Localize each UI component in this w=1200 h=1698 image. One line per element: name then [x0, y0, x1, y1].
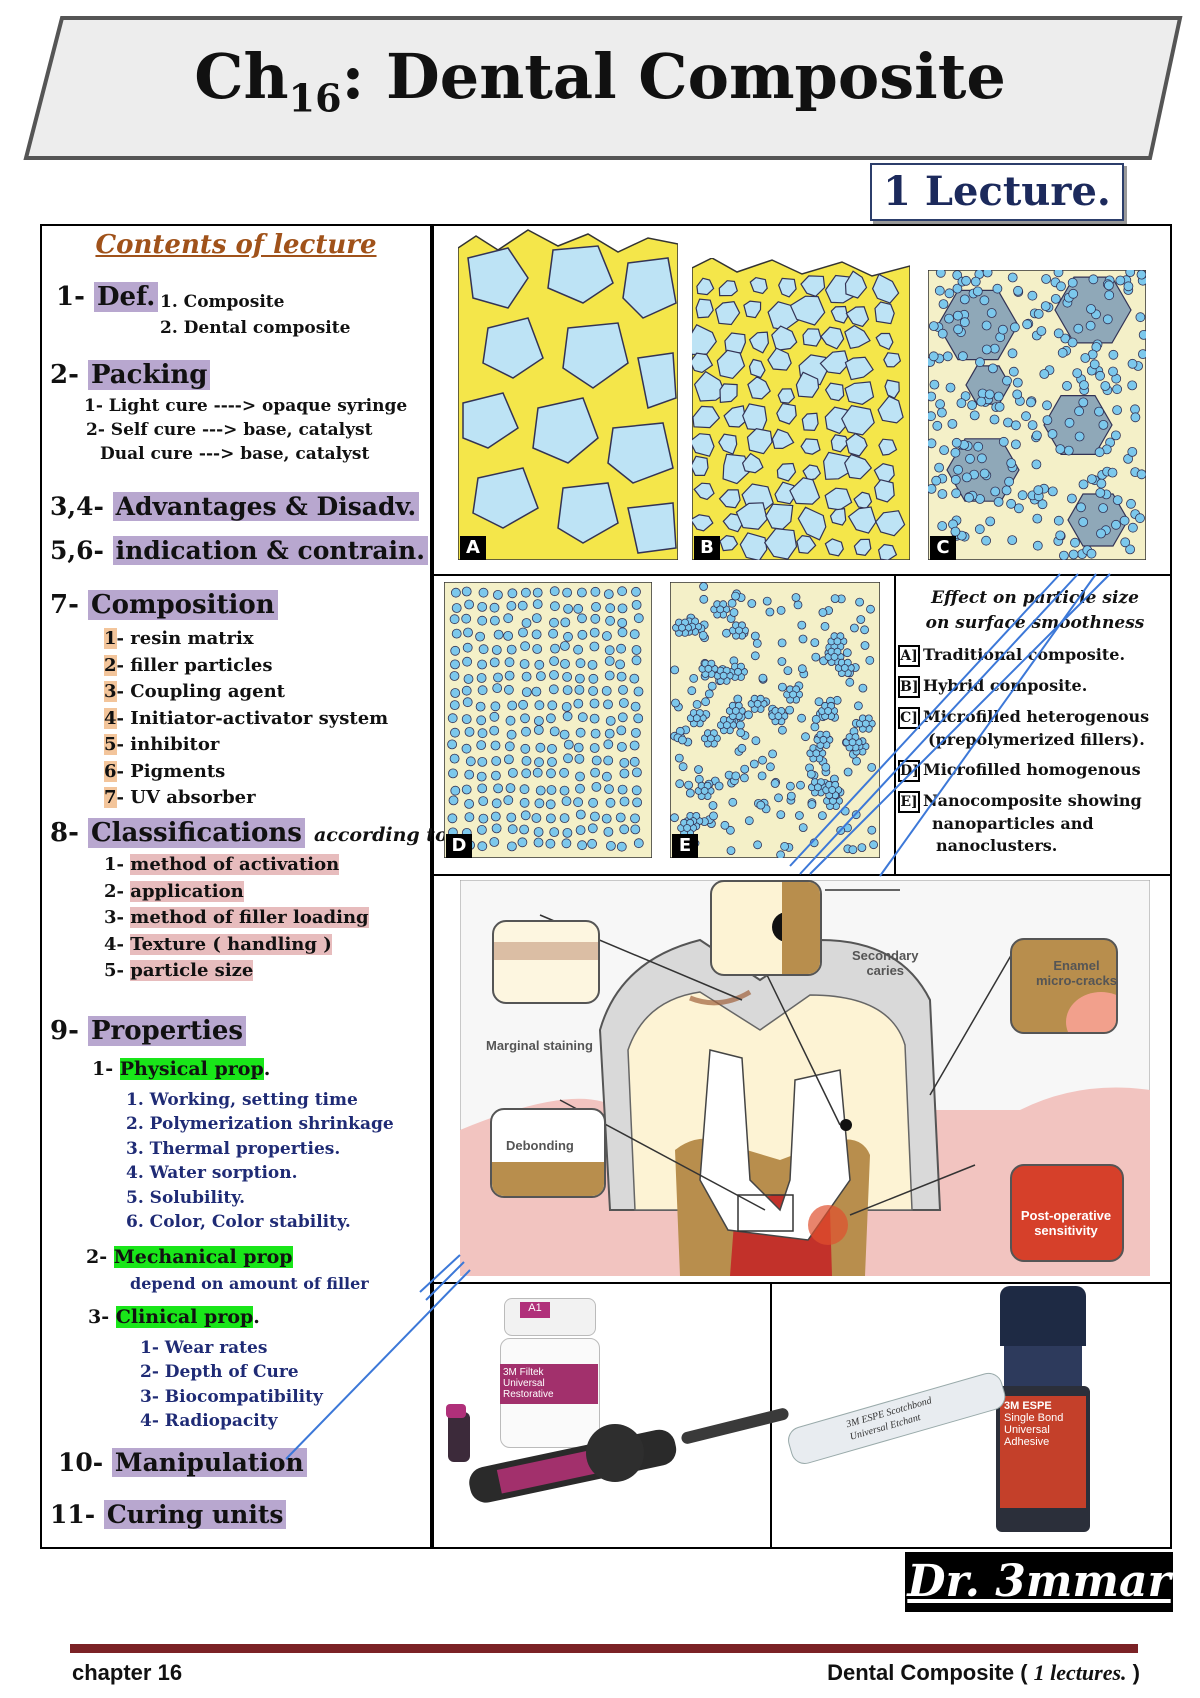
clinical-prop-heading: 3- Clinical prop. — [88, 1306, 260, 1328]
list-item: 7- UV absorber — [104, 787, 256, 808]
list-item: 5- particle size — [104, 960, 254, 981]
section-curing-units: 11- Curing units — [50, 1500, 287, 1529]
author-badge: Dr. 3mmar — [905, 1552, 1173, 1612]
debond-mark — [492, 1162, 604, 1196]
mechanical-prop-heading: 2- Mechanical prop — [86, 1246, 293, 1268]
def-item: 2. Dental composite — [160, 318, 351, 338]
list-item: 2- Depth of Cure — [140, 1362, 299, 1383]
contents-panel — [40, 224, 432, 1549]
legend-title: Effect on particle size on surface smoot… — [925, 588, 1145, 633]
dentin-mark — [782, 882, 820, 974]
panel-b-hybrid-composite — [692, 258, 910, 560]
bottle-neck — [1004, 1346, 1082, 1386]
legend-item: nanoclusters. — [936, 836, 1058, 855]
list-item: 3. Thermal properties. — [126, 1138, 341, 1159]
bottle-cap — [1000, 1286, 1086, 1346]
composition-list: 1- resin matrix 2- filler particles 3- C… — [104, 626, 388, 812]
stain-mark — [494, 942, 598, 960]
title-banner — [23, 16, 1183, 160]
jar-shade-label: A1 — [520, 1302, 550, 1318]
list-item: 2- application — [104, 880, 244, 902]
packing-item: 1- Light cure ----> opaque syringe — [84, 396, 408, 416]
section-definition: 1- Def. — [56, 282, 159, 312]
tag-e: E — [672, 834, 698, 858]
tag-c: C — [930, 536, 956, 560]
legend-item: nanoparticles and — [932, 814, 1094, 833]
list-item: 4- Radiopacity — [140, 1411, 278, 1432]
tag-d: D — [446, 834, 472, 858]
capsule-tip — [446, 1404, 466, 1418]
list-item: 3- Biocompatibility — [140, 1386, 323, 1407]
list-item: 1- method of activation — [104, 854, 340, 875]
callout-enamel-cracks — [1010, 938, 1118, 1034]
adhesive-bottle: 3M ESPE Single Bond Universal Adhesive — [996, 1386, 1090, 1532]
packing-item: 2- Self cure ---> base, catalyst — [86, 420, 373, 440]
section-composition: 7- Composition — [50, 590, 278, 620]
legend-item: B]Hybrid composite. — [898, 675, 1172, 698]
list-item: 4- Texture ( handling ) — [104, 933, 332, 955]
section-packing: 2- Packing — [50, 360, 211, 390]
clinical-prop-list: 1- Wear rates 2- Depth of Cure 3- Biocom… — [140, 1336, 323, 1434]
bottle-label: 3M ESPE Single Bond Universal Adhesive — [1000, 1396, 1086, 1508]
section-indications: 5,6- indication & contrain. — [50, 536, 428, 565]
label-marginal-staining: Marginal staining — [486, 1038, 593, 1053]
mechanical-note: depend on amount of filler — [130, 1274, 369, 1293]
packing-item: Dual cure ---> base, catalyst — [100, 444, 370, 464]
legend-item: D]Microfilled homogenous — [898, 759, 1172, 782]
list-item: 5- inhibitor — [104, 734, 220, 755]
footer-title: Dental Composite ( 1 lectures. ) — [827, 1660, 1140, 1685]
def-item: 1. Composite — [160, 292, 285, 312]
list-item: 3- method of filler loading — [104, 907, 369, 928]
footer-divider — [70, 1644, 1138, 1653]
list-item: 1- Wear rates — [140, 1338, 268, 1358]
list-item: 2- filler particles — [104, 654, 273, 676]
tag-b: B — [694, 536, 720, 560]
contents-heading: Contents of lecture — [95, 230, 377, 260]
panel-a-traditional-composite — [458, 229, 678, 560]
legend-item: E]Nanocomposite showing — [898, 790, 1172, 813]
list-item: 4. Water sorption. — [126, 1163, 298, 1184]
legend-item: A]Traditional composite. — [898, 644, 1172, 667]
list-item: 6- Pigments — [104, 760, 226, 782]
syringe-knob — [586, 1424, 644, 1482]
list-item: 1- resin matrix — [104, 628, 254, 649]
legend-item: C]Microfilled heterogenous — [898, 706, 1172, 729]
tag-a: A — [460, 536, 486, 560]
lecture-badge: 1 Lecture. — [870, 163, 1124, 221]
callout-post-op-sensitivity — [1010, 1164, 1124, 1262]
callout-marginal-staining — [492, 920, 600, 1004]
callout-secondary-caries — [710, 880, 822, 976]
section-manipulation: 10- Manipulation — [58, 1448, 307, 1477]
list-item: 4- Initiator-activator system — [104, 707, 389, 729]
section-classifications: 8- Classifications according to — [50, 818, 448, 848]
panel-d-microfilled-homogenous — [444, 582, 652, 858]
callout-debonding — [490, 1108, 606, 1198]
divider — [894, 574, 896, 876]
classification-list: 1- method of activation 2- application 3… — [104, 852, 369, 985]
page-title: Ch16: Dental Composite — [194, 40, 1006, 121]
section-properties: 9- Properties — [50, 1016, 247, 1046]
list-item: 6. Color, Color stability. — [126, 1212, 351, 1233]
physical-prop-heading: 1- Physical prop. — [92, 1058, 271, 1080]
section-advantages: 3,4- Advantages & Disadv. — [50, 492, 420, 521]
list-item: 2. Polymerization shrinkage — [126, 1114, 394, 1135]
footer-chapter: chapter 16 — [72, 1660, 183, 1685]
list-item: 1. Working, setting time — [126, 1090, 358, 1110]
list-item: 3- Coupling agent — [104, 681, 285, 702]
label-debonding: Debonding — [506, 1138, 574, 1153]
jar-cap — [504, 1298, 596, 1336]
list-item: 5. Solubility. — [126, 1187, 246, 1208]
panel-c-microfilled-heterogenous — [928, 270, 1146, 560]
capsule — [448, 1412, 470, 1462]
panel-e-nanocomposite — [670, 582, 880, 858]
products-panel — [432, 1282, 1172, 1549]
physical-prop-list: 1. Working, setting time 2. Polymerizati… — [126, 1088, 394, 1234]
